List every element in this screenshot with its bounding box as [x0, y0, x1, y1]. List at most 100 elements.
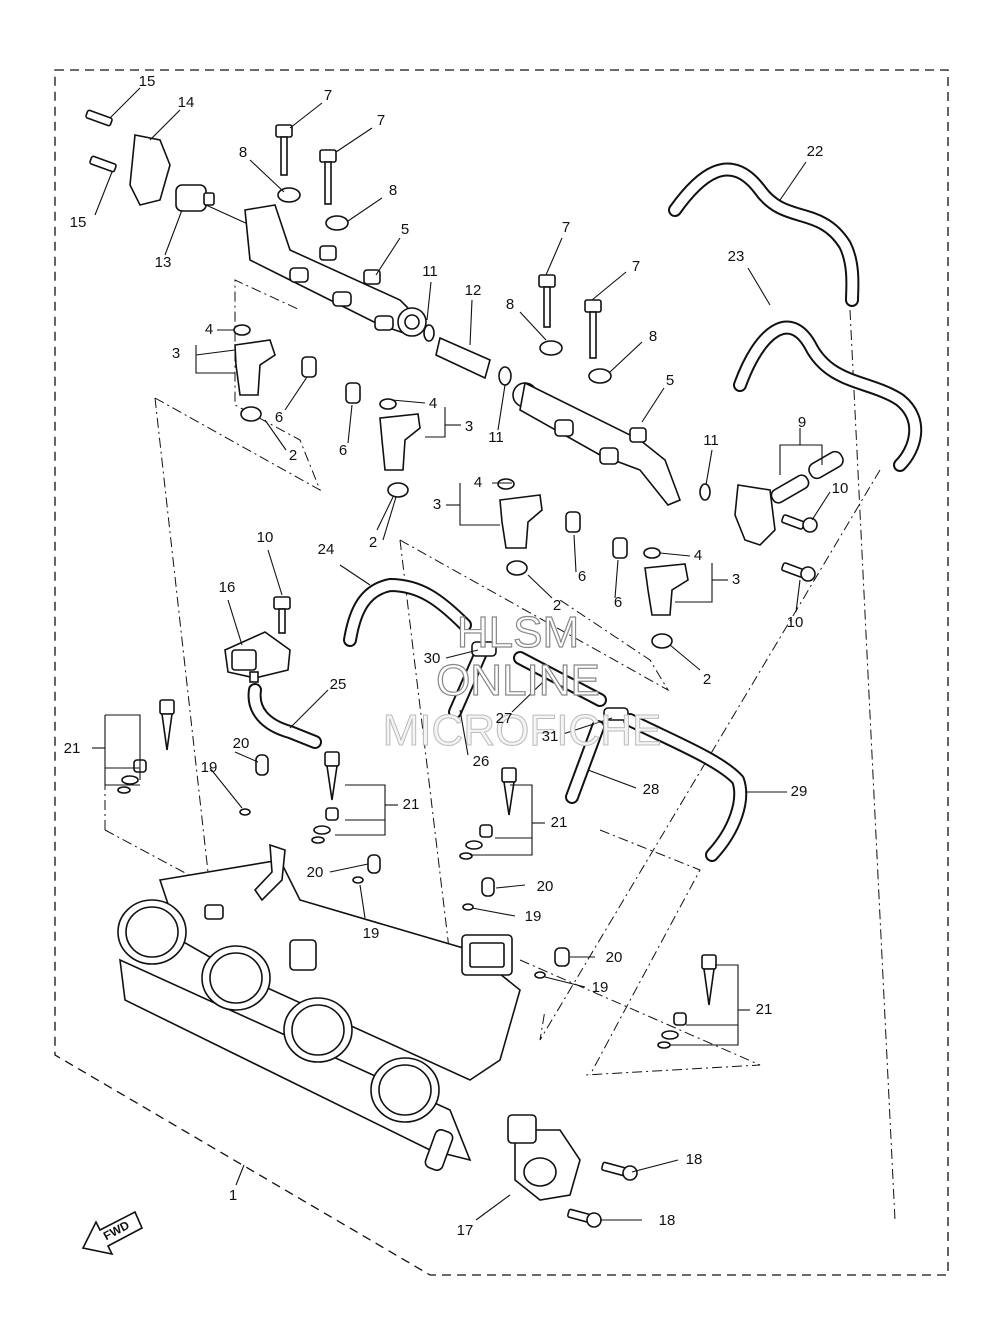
assembly-boundary [54, 69, 949, 1276]
callout-8: 8 [389, 182, 397, 199]
callout-6: 6 [578, 568, 586, 585]
screw-set-21-center-left [311, 751, 340, 844]
injector-3-upper-left [233, 324, 276, 422]
callout-20: 20 [307, 864, 324, 881]
callout-19: 19 [592, 979, 609, 996]
bolt-7-lower-right [584, 299, 602, 359]
callout-1: 1 [229, 1187, 237, 1204]
callout-27: 27 [496, 710, 513, 727]
hose-29 [623, 713, 748, 862]
callout-10: 10 [787, 614, 804, 631]
callout-4: 4 [429, 395, 437, 412]
callout-8: 8 [506, 296, 514, 313]
callout-4: 4 [205, 321, 213, 338]
callout-5: 5 [401, 221, 409, 238]
callout-10: 10 [257, 529, 274, 546]
callout-4: 4 [474, 474, 482, 491]
bolt-7-lower-left [538, 274, 556, 328]
bracket-14 [129, 134, 171, 206]
watermark-line-1: HLSM [457, 608, 579, 657]
hose-22 [668, 162, 860, 307]
hose-24 [343, 578, 472, 647]
watermark: HLSM ONLINE MICROFICHE [382, 607, 662, 755]
joint-31 [603, 707, 629, 721]
callout-18: 18 [659, 1212, 676, 1229]
callout-6: 6 [339, 442, 347, 459]
screw-15-upper [85, 109, 113, 127]
fuel-rail-upper [244, 204, 427, 337]
screw-set-21-left [117, 699, 175, 794]
callout-13: 13 [155, 254, 172, 271]
callout-11: 11 [703, 432, 719, 449]
watermark-line-3: MICROFICHE [383, 706, 662, 755]
callout-21: 21 [403, 796, 420, 813]
callout-15: 15 [70, 214, 87, 231]
callout-15: 15 [139, 73, 156, 90]
callout-30: 30 [424, 650, 441, 667]
pressure-regulator-12 [423, 324, 512, 386]
screw-18-lower [567, 1208, 602, 1228]
callout-10: 10 [832, 480, 849, 497]
callout-3: 3 [433, 496, 441, 513]
cap-20-b [367, 854, 381, 874]
callout-20: 20 [537, 878, 554, 895]
fwd-direction-arrow: FWD [81, 1210, 144, 1256]
clip-19-d [534, 971, 546, 979]
callout-16: 16 [219, 579, 236, 596]
callout-2: 2 [289, 447, 297, 464]
callout-6: 6 [275, 409, 283, 426]
callout-24: 24 [318, 541, 335, 558]
sensor-16 [224, 631, 291, 683]
hose-25 [247, 683, 322, 749]
callout-20: 20 [233, 735, 250, 752]
callout-25: 25 [330, 676, 347, 693]
throttle-body-1 [117, 843, 521, 1171]
callout-26: 26 [473, 753, 490, 770]
callout-3: 3 [465, 418, 473, 435]
callout-17: 17 [457, 1222, 474, 1239]
callout-20: 20 [606, 949, 623, 966]
callout-23: 23 [728, 248, 745, 265]
hose-27 [513, 651, 607, 707]
callout-4: 4 [694, 547, 702, 564]
callout-18: 18 [686, 1151, 703, 1168]
clip-19-a [239, 808, 251, 816]
grommet-6-c [565, 511, 581, 533]
grommet-6-a [301, 356, 317, 378]
callout-5: 5 [666, 372, 674, 389]
alignment-lines [104, 279, 896, 1221]
injector-3-lower-center [497, 478, 543, 576]
callout-6: 6 [614, 594, 622, 611]
hose-23 [733, 320, 923, 472]
callout-28: 28 [643, 781, 660, 798]
joint-30 [471, 641, 497, 657]
callout-11: 11 [422, 263, 438, 280]
callout-7: 7 [324, 87, 332, 104]
callout-8: 8 [239, 144, 247, 161]
callout-22: 22 [807, 143, 824, 160]
callout-14: 14 [178, 94, 195, 111]
sensor-17 [507, 1114, 581, 1201]
callout-2: 2 [553, 597, 561, 614]
callout-21: 21 [756, 1001, 773, 1018]
injector-3-lower-right [643, 547, 689, 649]
callout-3: 3 [172, 345, 180, 362]
fuel-rail-lower [512, 381, 682, 506]
screw-15-lower [89, 155, 117, 173]
watermark-line-2: ONLINE [436, 656, 600, 705]
callout-9: 9 [798, 414, 806, 431]
clip-19-c [462, 903, 474, 911]
callout-7: 7 [562, 219, 570, 236]
washer-8-upper-right [325, 215, 349, 231]
callout-12: 12 [465, 282, 482, 299]
screw-18-upper [601, 1161, 638, 1181]
callouts: 15 14 15 13 7 7 8 8 5 4 3 6 2 11 12 4 3 … [64, 73, 849, 1239]
leader-lines [92, 87, 831, 1221]
cap-20-d [554, 947, 570, 967]
bolt-10-right-upper [781, 514, 818, 533]
callout-31: 31 [542, 728, 559, 745]
callout-2: 2 [369, 534, 377, 551]
callout-21: 21 [64, 740, 81, 757]
callout-2: 2 [703, 671, 711, 688]
